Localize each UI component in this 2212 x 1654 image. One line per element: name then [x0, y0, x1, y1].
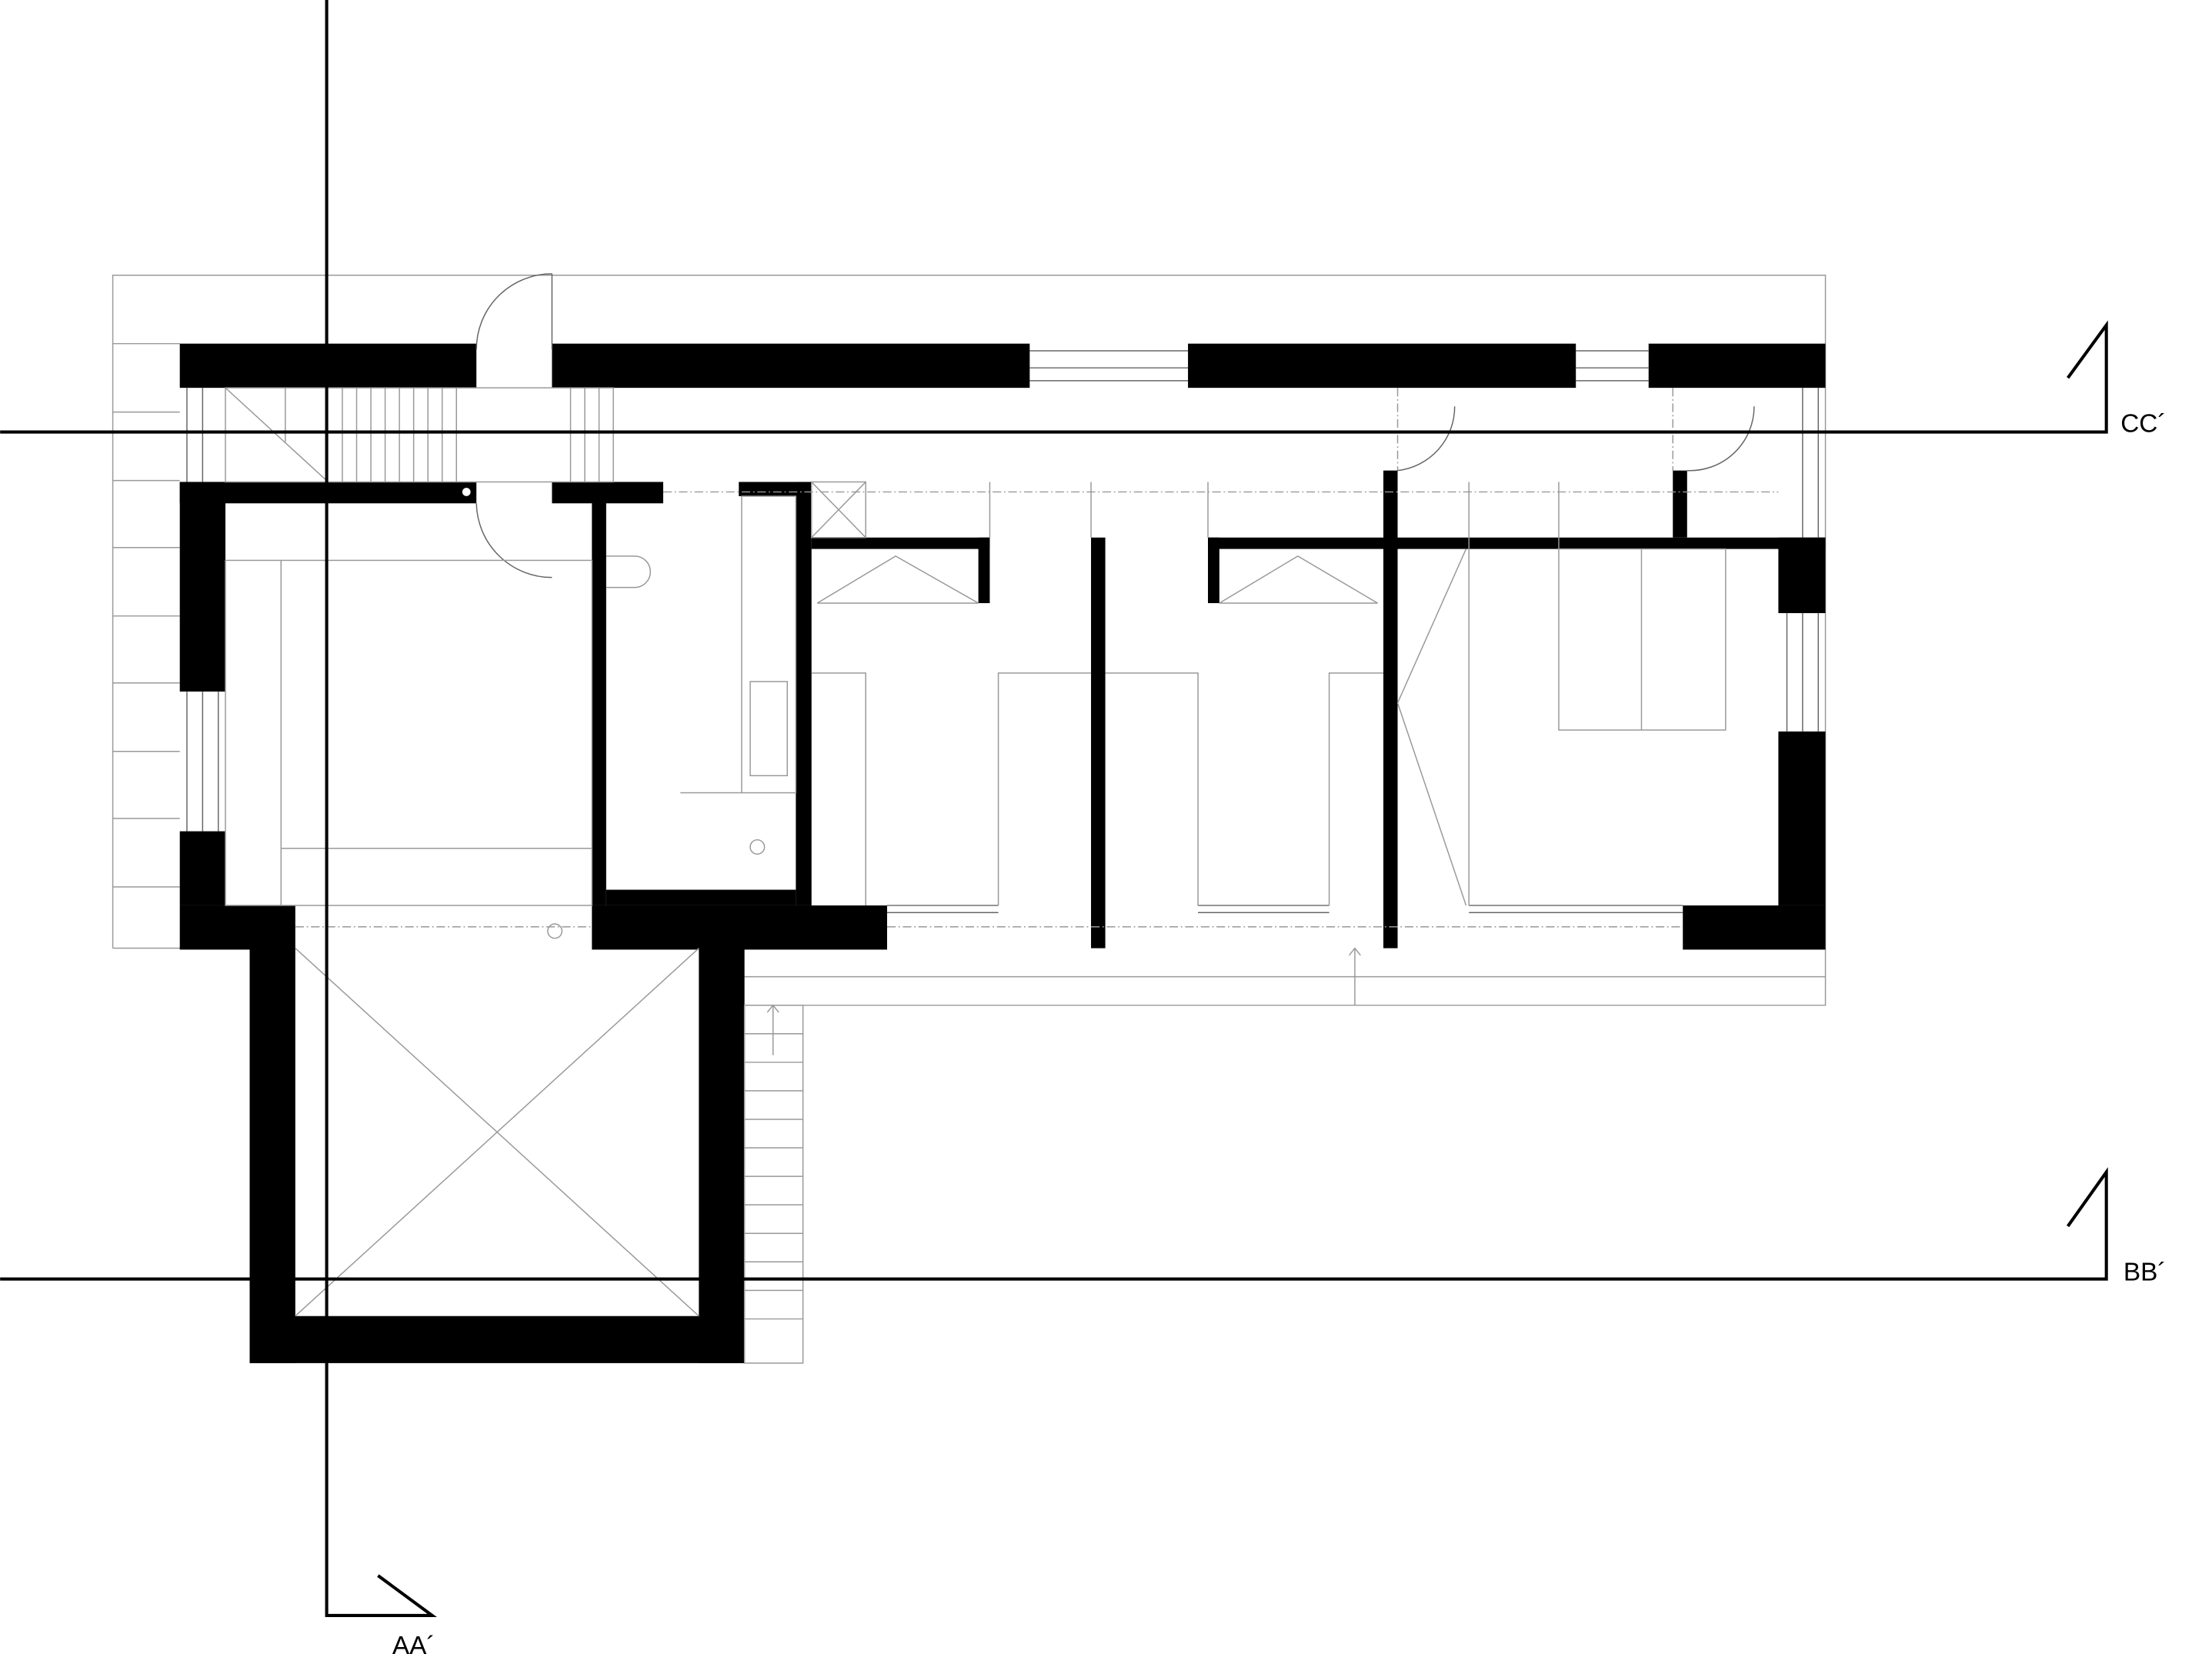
fixtures [225, 481, 1727, 939]
section-label-cc: CC´ [2120, 410, 2166, 439]
walls [179, 343, 1826, 1363]
stairs-exterior [743, 947, 1361, 1364]
section-aa: AA´ [325, 0, 437, 1654]
stairs-upper [225, 387, 614, 483]
section-bb: BB´ [0, 1167, 2167, 1286]
terrace-outline [112, 274, 1827, 1006]
doors [475, 273, 1755, 579]
section-cc: CC´ [0, 320, 2167, 439]
overhead-lines [295, 388, 1779, 928]
section-label-aa: AA´ [392, 1632, 435, 1654]
windows [186, 350, 1820, 913]
section-label-bb: BB´ [2124, 1258, 2167, 1286]
void-below [295, 947, 699, 1317]
